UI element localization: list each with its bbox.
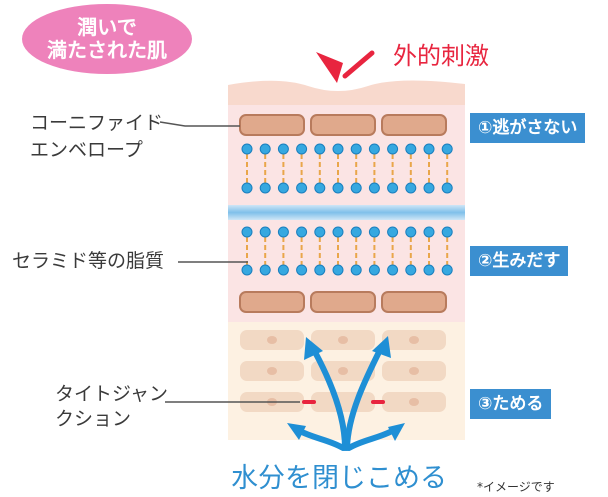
lipid-head <box>350 226 362 238</box>
skin-surface-layer <box>228 80 465 110</box>
lipid-head <box>241 264 253 276</box>
lipid-head <box>332 226 344 238</box>
lipid-head <box>277 226 289 238</box>
lipid-head <box>314 264 326 276</box>
corneocytes-bottom <box>239 291 447 313</box>
lipid-head <box>259 182 271 194</box>
lipid-head <box>441 264 453 276</box>
lipid-head <box>387 182 399 194</box>
label-ceramide: セラミド等の脂質 <box>12 250 165 272</box>
lipid-head <box>332 182 344 194</box>
lipid-head <box>259 143 271 155</box>
lipid-head <box>350 182 362 194</box>
lipid-head <box>423 182 435 194</box>
lipid-head <box>241 182 253 194</box>
granular-nuclei <box>267 336 419 406</box>
lipid-head <box>332 264 344 276</box>
step-badge-2: ②生みだす <box>470 246 569 276</box>
lipid-head <box>296 264 308 276</box>
lipid-head <box>314 226 326 238</box>
label-envelope-line1: コーニファイド <box>30 112 164 134</box>
label-tight-junction-line1: タイトジャン <box>55 383 169 405</box>
lipid-head <box>423 226 435 238</box>
lipid-head <box>259 226 271 238</box>
corneocytes-top <box>239 114 447 136</box>
lipid-head <box>441 226 453 238</box>
lipid-head <box>296 182 308 194</box>
lipid-head <box>387 143 399 155</box>
lipid-head <box>368 226 380 238</box>
lipid-bilayer-lower <box>241 226 453 276</box>
lipid-head <box>368 182 380 194</box>
label-tight-junction-line2: クション <box>55 408 132 430</box>
lipid-head <box>405 143 417 155</box>
step-badge-3: ③ためる <box>470 389 552 419</box>
lipid-head <box>387 264 399 276</box>
lipid-bilayer-upper <box>241 143 453 194</box>
lipid-head <box>241 226 253 238</box>
lipid-head <box>259 264 271 276</box>
lipid-head <box>423 143 435 155</box>
lipid-head <box>441 182 453 194</box>
lipid-head <box>350 143 362 155</box>
lipid-head <box>441 143 453 155</box>
lipid-head <box>368 264 380 276</box>
title-line1: 潤いで <box>77 15 137 39</box>
lipid-head <box>423 264 435 276</box>
lipid-head <box>387 226 399 238</box>
lipid-head <box>350 264 362 276</box>
stimulus-label: 外的刺激 <box>393 42 489 70</box>
lipid-head <box>314 182 326 194</box>
image-note: *イメージです <box>477 480 555 494</box>
lipid-head <box>405 182 417 194</box>
lipid-head <box>296 143 308 155</box>
stimulus-arrow-icon <box>316 50 375 83</box>
label-envelope-line2: エンベロープ <box>30 139 143 161</box>
water-arrowheads <box>287 336 405 441</box>
lipid-head <box>296 226 308 238</box>
lipid-head <box>277 182 289 194</box>
lipid-head <box>241 143 253 155</box>
lipid-head <box>405 264 417 276</box>
lipid-head <box>277 264 289 276</box>
lipid-head <box>314 143 326 155</box>
lipid-head <box>405 226 417 238</box>
bottom-caption: 水分を閉じこめる <box>231 463 447 494</box>
title-line2: 満たされた肌 <box>47 38 167 62</box>
lipid-head <box>332 143 344 155</box>
leader-lines <box>159 121 300 403</box>
title-bubble: 潤いで 満たされた肌 <box>22 4 192 74</box>
lipid-head <box>368 143 380 155</box>
step-badge-1: ①逃がさない <box>470 113 586 143</box>
lipid-head <box>277 143 289 155</box>
membrane-band <box>228 205 465 220</box>
